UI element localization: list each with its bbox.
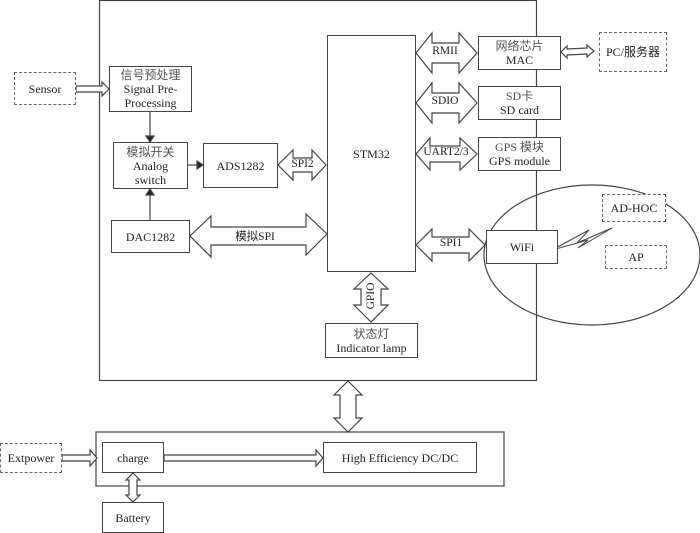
mac-pc-arrow [560,43,595,60]
ads1282-label: ADS1282 [216,158,265,173]
ads1282-block: ADS1282 [203,143,278,188]
pc-server-label: PC/服务器 [605,45,660,59]
spi1-label: SPI1 [439,237,463,249]
ap-box: AP [605,245,667,269]
sdio-label: SDIO [431,95,459,107]
stm32-label: STM32 [353,146,390,161]
dac1282-label: DAC1282 [125,229,176,244]
uart-bus-arrow [415,136,478,172]
signal-pre-cn-label: 信号预处理 [120,68,181,82]
dac-to-switch-arrowhead [144,187,156,196]
sdio-bus-arrow [415,81,478,125]
analog-switch-block: 模拟开关 Analog switch [113,142,188,189]
adhoc-label: AD-HOC [610,201,658,215]
uart-label: UART2/3 [423,146,469,158]
sensor-arrow [75,80,110,98]
gps-cn-label: GPS 模块 [494,140,544,154]
signal-preprocessing-block: 信号预处理 Signal Pre- Processing [109,66,192,112]
battery-block: Battery [102,502,164,533]
wifi-block: WiFi [486,230,558,264]
adhoc-box: AD-HOC [602,194,666,222]
ap-label: AP [628,250,644,264]
dcdc-label: High Efficiency DC/DC [341,450,459,465]
gps-en-label: GPS module [488,154,550,168]
analog-switch-en-label-1: Analog [132,158,169,173]
dcdc-block: High Efficiency DC/DC [323,442,477,473]
sd-card-block: SD卡 SD card [478,86,561,120]
spi1-bus-arrow [415,227,486,263]
pre-to-switch-arrowhead [144,135,156,144]
analog-switch-en-label-2: switch [134,172,167,187]
spi2-bus-arrow [277,148,327,182]
wifi-label: WiFi [509,240,535,254]
gpio-bus-arrow [352,272,390,323]
indicator-lamp-block: 状态灯 Indicator lamp [325,323,418,358]
sensor-label: Sensor [28,81,62,96]
wireless-signal-icon [551,227,613,251]
mac-cn-label: 网络芯片 [495,39,544,53]
spi2-label: SPI2 [291,158,314,170]
power-main-arrow [332,380,364,433]
pc-server-box: PC/服务器 [599,32,667,72]
sd-cn-label: SD卡 [505,89,534,103]
wireless-zone-ellipse [483,184,700,326]
analog-switch-cn-label: 模拟开关 [126,144,175,159]
charge-battery-arrow [124,472,142,503]
sim-spi-label: 模拟SPI [235,231,275,243]
signal-pre-en-label-1: Signal Pre- [123,82,178,96]
stm32-block: STM32 [327,35,416,272]
indicator-cn-label: 状态灯 [353,326,390,341]
indicator-en-label: Indicator lamp [336,340,407,355]
extpower-label: Extpower [7,451,55,465]
mac-block: 网络芯片 MAC [478,36,561,70]
charge-label: charge [117,450,149,465]
extpower-box: Extpower [0,443,62,473]
sensor-box: Sensor [14,72,76,105]
rmii-label: RMII [432,45,458,57]
extpower-arrow [61,448,98,468]
switch-to-ads-arrowhead [196,159,205,171]
battery-label: Battery [115,510,151,525]
sd-en-label: SD card [500,103,539,117]
charge-to-dcdc-arrow [163,448,324,468]
signal-pre-en-label-2: Processing [124,96,177,110]
gpio-label: GPIO [365,282,377,310]
rmii-bus-arrow [415,31,478,75]
charge-block: charge [102,442,164,473]
mac-en-label: MAC [505,53,534,67]
dac1282-block: DAC1282 [111,220,190,253]
gps-module-block: GPS 模块 GPS module [478,137,561,171]
